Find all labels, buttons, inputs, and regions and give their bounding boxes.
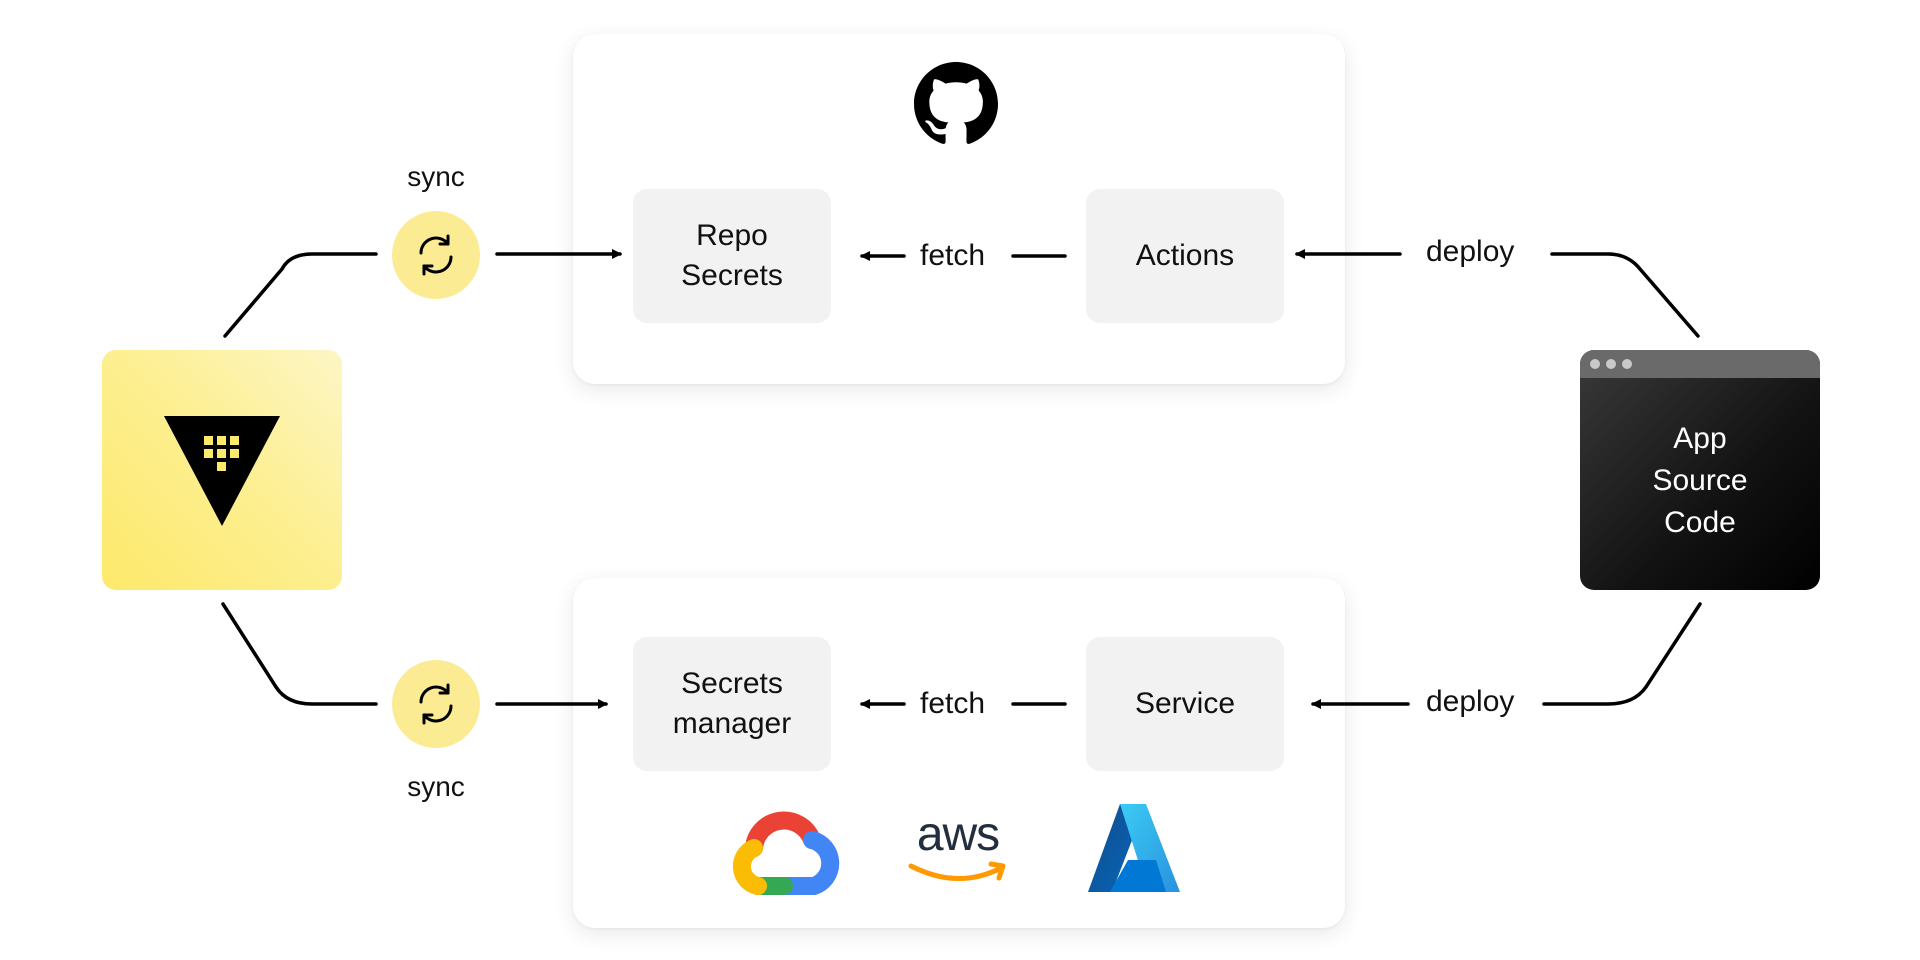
- secrets-manager-label: Secrets manager: [672, 667, 792, 740]
- secrets-manager-node: Secrets manager: [633, 637, 831, 771]
- actions-label: Actions: [1135, 239, 1235, 272]
- browser-window-icon: [1580, 350, 1820, 378]
- repo-secrets-node: Repo Secrets: [633, 189, 831, 323]
- app-to-deploy-bottom-line: [1542, 602, 1702, 706]
- service-label: Service: [1134, 687, 1236, 720]
- aws-smile-icon: [908, 861, 1006, 881]
- app-source-node: App Source Code: [1580, 350, 1820, 590]
- vault-to-sync-top-line: [223, 252, 378, 338]
- refresh-icon: [419, 683, 453, 725]
- deploy-bottom-label: deploy: [1418, 684, 1523, 720]
- deploy-top-label: deploy: [1418, 234, 1523, 270]
- fetch-top-label: fetch: [912, 238, 994, 274]
- refresh-icon: [419, 234, 453, 276]
- repo-secrets-label: Repo Secrets: [681, 219, 783, 292]
- sync-top-label: sync: [407, 161, 465, 192]
- sync-bottom-icon: [392, 660, 480, 748]
- aws-icon: aws: [903, 808, 1013, 892]
- app-source-label: App Source Code: [1652, 422, 1748, 539]
- vault-node: [102, 350, 342, 590]
- fetch-bottom-label: fetch: [912, 686, 994, 722]
- window-dot: [1590, 359, 1600, 369]
- window-dot: [1606, 359, 1616, 369]
- hashicorp-vault-icon: [164, 416, 280, 526]
- service-node: Service: [1086, 637, 1284, 771]
- vault-to-sync-bottom-line: [221, 602, 378, 706]
- github-icon: [914, 62, 998, 146]
- app-to-deploy-top-line: [1550, 252, 1700, 338]
- aws-text: aws: [916, 808, 1000, 861]
- actions-node: Actions: [1086, 189, 1284, 323]
- sync-bottom-label: sync: [407, 771, 465, 802]
- google-cloud-icon: [726, 800, 842, 896]
- sync-top-icon: [392, 211, 480, 299]
- azure-icon: [1084, 800, 1184, 896]
- window-dot: [1622, 359, 1632, 369]
